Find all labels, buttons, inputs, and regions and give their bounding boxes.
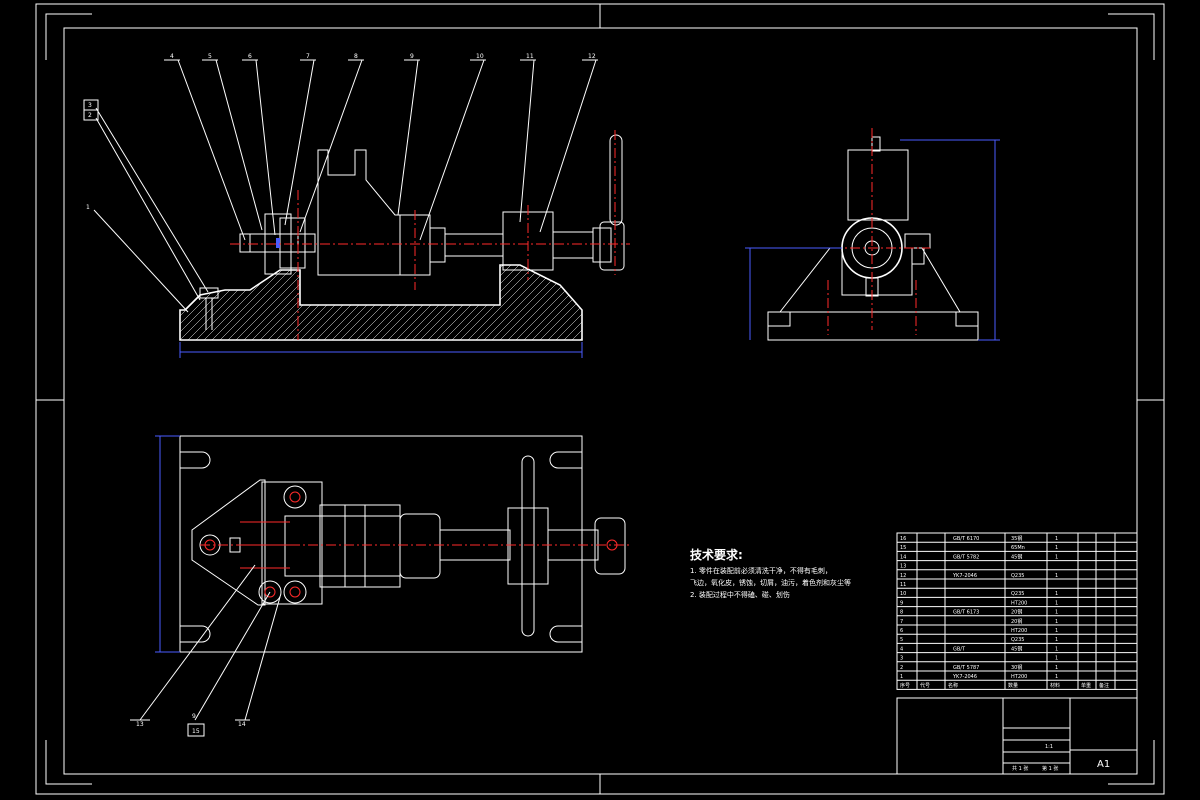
- leader-9: 9: [410, 53, 414, 60]
- bom-row-qty: 1: [1055, 637, 1058, 643]
- bom-row-index: 3: [900, 656, 903, 662]
- bom-row-code: GB/T 5782: [953, 554, 979, 560]
- bom-row-code: YK7-2046: [952, 674, 977, 680]
- bom-row-code: YK7-2046: [952, 573, 977, 579]
- bom-row-material: 20钢: [1011, 609, 1022, 616]
- bom-row-qty: 1: [1055, 628, 1058, 634]
- leader-2: 2: [88, 112, 92, 119]
- tech-req-item-1: 1. 零件在装配前必须清洗干净，不得有毛刺，: [690, 567, 832, 575]
- leader-1: 1: [86, 204, 90, 211]
- bom-row-code: GB/T 6173: [953, 610, 979, 616]
- leader-5: 5: [208, 53, 212, 60]
- bom-row-qty: 1: [1055, 656, 1058, 662]
- bom-row-material: 35钢: [1011, 535, 1022, 542]
- leader-8: 8: [354, 53, 358, 60]
- leader-9b: 9: [192, 713, 196, 720]
- leader-10: 10: [476, 53, 484, 60]
- bom-header-1: 代号: [920, 682, 930, 689]
- tech-req-title: 技术要求:: [690, 548, 743, 562]
- leader-7: 7: [306, 53, 310, 60]
- bom-row-material: 45钢: [1011, 645, 1022, 652]
- bom-header-3: 数量: [1008, 682, 1018, 689]
- top-view: [155, 435, 630, 653]
- leader-6: 6: [248, 53, 252, 60]
- bom-row-index: 13: [900, 564, 906, 570]
- bom-row-material: 65Mn: [1011, 545, 1025, 551]
- bom-header-2: 名称: [948, 682, 958, 689]
- title-block: A1 1:1 共 1 张 第 1 张: [896, 697, 1138, 775]
- bom-row-index: 5: [900, 637, 903, 643]
- front-view-leaders: 4 5 6 7 8 9 10 11 12 3 2 1: [83, 53, 598, 313]
- bom-row-index: 10: [900, 591, 906, 597]
- side-view: [745, 128, 1000, 341]
- bom-header-4: 材料: [1050, 682, 1060, 689]
- bom-row-qty: 1: [1055, 573, 1058, 579]
- sheet-count: 共 1 张: [1012, 765, 1028, 772]
- leader-12: 12: [588, 53, 596, 60]
- bom-row-index: 14: [900, 554, 906, 560]
- bom-row-index: 15: [900, 545, 906, 551]
- bom-row-qty: 1: [1055, 554, 1058, 560]
- leader-3: 3: [88, 102, 92, 109]
- bom-row-qty: 1: [1055, 600, 1058, 606]
- bom-row-material: Q235: [1011, 591, 1024, 597]
- scale-value: 1:1: [1045, 744, 1053, 750]
- bom-row-material: 30钢: [1011, 664, 1022, 671]
- leader-13: 13: [136, 721, 144, 728]
- leader-14: 14: [238, 721, 246, 728]
- bom-row-material: HT200: [1011, 674, 1027, 680]
- bom-header-0: 序号: [900, 682, 910, 689]
- bom-row-material: 45钢: [1011, 553, 1022, 560]
- bom-row-qty: 1: [1055, 619, 1058, 625]
- bom-row-material: 20钢: [1011, 618, 1022, 625]
- bom-row-qty: 1: [1055, 610, 1058, 616]
- bom-row-index: 6: [900, 628, 903, 634]
- bom-row-qty: 1: [1055, 674, 1058, 680]
- bom-row-index: 7: [900, 619, 903, 625]
- bom-row-qty: 1: [1055, 545, 1058, 551]
- bom-row-index: 12: [900, 573, 906, 579]
- leader-4: 4: [170, 53, 174, 60]
- bom-row-qty: 1: [1055, 536, 1058, 542]
- bom-row-qty: 1: [1055, 646, 1058, 652]
- front-view: [179, 130, 630, 358]
- bom-row-material: HT200: [1011, 628, 1027, 634]
- leader-11: 11: [526, 53, 534, 60]
- bom-row-index: 8: [900, 610, 903, 616]
- sheet-number: 第 1 张: [1042, 765, 1058, 772]
- bom-row-index: 2: [900, 665, 903, 671]
- bom-header-6: 备注: [1099, 682, 1109, 689]
- bom-row-code: GB/T 6170: [953, 536, 979, 542]
- bom-row-index: 1: [900, 674, 903, 680]
- bom-row-material: HT200: [1011, 600, 1027, 606]
- bom-row-qty: 1: [1055, 591, 1058, 597]
- bom-row-material: Q235: [1011, 637, 1024, 643]
- bom-header-5: 单重: [1081, 682, 1091, 689]
- bom-row-index: 9: [900, 600, 903, 606]
- bom-row-index: 11: [900, 582, 906, 588]
- tech-req-item-3: 2. 装配过程中不得磕、碰、划伤: [690, 591, 790, 599]
- top-view-leaders: 13 9 14 15: [130, 564, 281, 737]
- sheet-size: A1: [1097, 759, 1110, 770]
- bom-row-index: 16: [900, 536, 906, 542]
- sheet-frame: [35, 3, 1165, 795]
- bom-row-qty: 1: [1055, 665, 1058, 671]
- bom-row-index: 4: [900, 646, 903, 652]
- bom-row-code: GB/T: [953, 646, 966, 652]
- tech-req-item-2: 飞边，氧化皮，锈蚀，切屑，油污，着色剂和灰尘等: [690, 579, 851, 587]
- bom-row-code: GB/T 5787: [953, 665, 979, 671]
- leader-15: 15: [192, 728, 200, 735]
- bom-row-material: Q235: [1011, 573, 1024, 579]
